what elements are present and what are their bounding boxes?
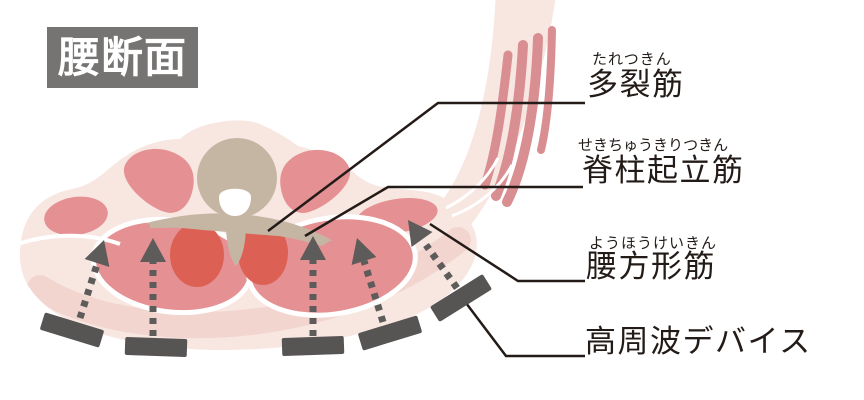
device-bar — [124, 336, 188, 358]
leader-line-quadratus — [429, 222, 585, 283]
device-bar — [281, 335, 345, 357]
leader-line-multifidus — [267, 101, 585, 232]
label-erector-spinae: 脊柱起立筋 — [582, 153, 745, 189]
spinal-canal — [219, 188, 251, 216]
label-device: 高周波デバイス — [585, 324, 812, 360]
energy-arrow — [300, 236, 326, 336]
multifidus-left — [170, 223, 224, 287]
psoas-left — [123, 148, 194, 213]
leader-lines — [267, 101, 585, 358]
energy-arrow — [351, 238, 387, 324]
label-quadratus: 腰方形筋 — [586, 249, 716, 285]
energy-arrow — [140, 238, 166, 336]
device-bar — [40, 312, 104, 348]
furigana-quadratus: ようほうけいきん — [589, 234, 718, 252]
title-box: 腰断面 — [47, 27, 198, 88]
leader-line-erector-spinae — [304, 185, 583, 238]
leader-line-device — [465, 302, 585, 358]
furigana-multifidus: たれつきん — [592, 50, 672, 68]
multifidus-right — [238, 221, 288, 285]
device-bars — [40, 274, 492, 358]
energy-arrows — [76, 220, 460, 336]
psoas-right — [280, 149, 351, 213]
energy-arrow — [408, 220, 460, 291]
label-multifidus: 多裂筋 — [587, 67, 685, 103]
device-bar — [430, 274, 492, 322]
device-bar — [358, 315, 422, 351]
energy-arrow — [76, 240, 110, 320]
quadratus-lumborum-left — [44, 196, 108, 236]
vertebra-shape — [146, 138, 333, 266]
page-title: 腰断面 — [57, 32, 187, 82]
furigana-erector-spinae: せきちゅうきりつきん — [578, 136, 729, 154]
